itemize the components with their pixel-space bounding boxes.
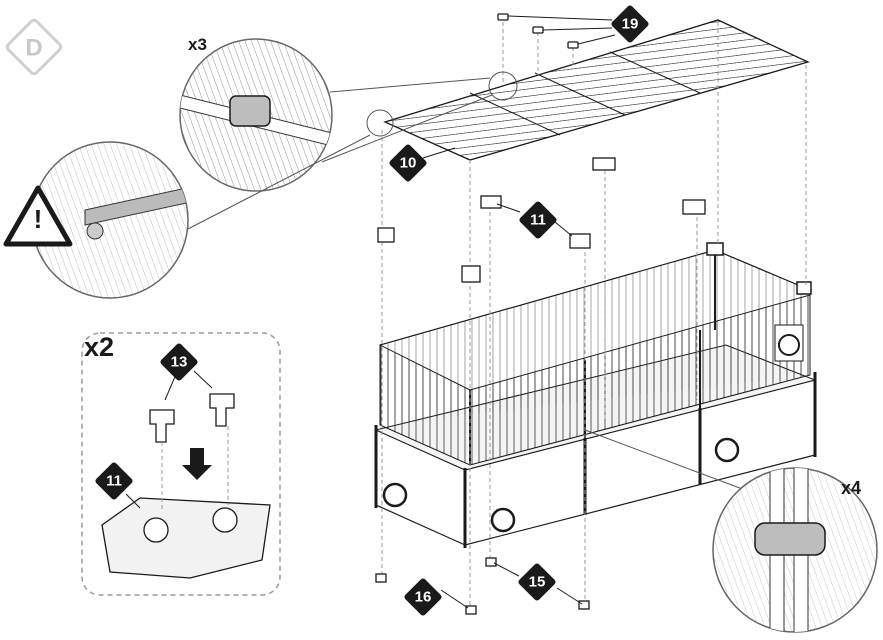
corner-connectors [377, 157, 706, 283]
badge-16: 16 [404, 578, 442, 616]
lid-clips [497, 13, 579, 49]
base-ports [382, 437, 740, 533]
badge-15: 15 [518, 563, 556, 601]
warning-symbol: ! [34, 204, 43, 234]
cage-walls [379, 242, 812, 466]
detail-top-clip [179, 38, 518, 192]
svg-text:15: 15 [529, 574, 546, 591]
detail-side-clip [584, 429, 878, 633]
step-letter: D [25, 35, 42, 62]
multiplier-inset: x2 [84, 332, 114, 362]
badge-19: 19 [611, 5, 649, 43]
svg-text:10: 10 [400, 155, 417, 172]
svg-text:16: 16 [415, 589, 432, 606]
svg-text:11: 11 [106, 473, 122, 490]
leader-lines [422, 15, 616, 609]
multiplier-top-clip: x3 [188, 35, 207, 54]
badge-13: 13 [160, 343, 198, 381]
guide-lines [381, 22, 807, 605]
badge-11-inset: 11 [95, 462, 133, 500]
detail-warning [31, 109, 394, 299]
badge-11-main: 11 [519, 201, 557, 239]
badge-10: 10 [389, 144, 427, 182]
inset-box [81, 332, 281, 596]
warning-icon: ! [3, 185, 73, 247]
svg-text:19: 19 [622, 16, 639, 33]
svg-text:13: 13 [171, 354, 188, 371]
feet [375, 557, 590, 615]
lid-grid [383, 19, 810, 161]
multiplier-side-clip: x4 [841, 478, 861, 498]
svg-text:11: 11 [530, 212, 546, 229]
step-badge: D [5, 18, 63, 76]
